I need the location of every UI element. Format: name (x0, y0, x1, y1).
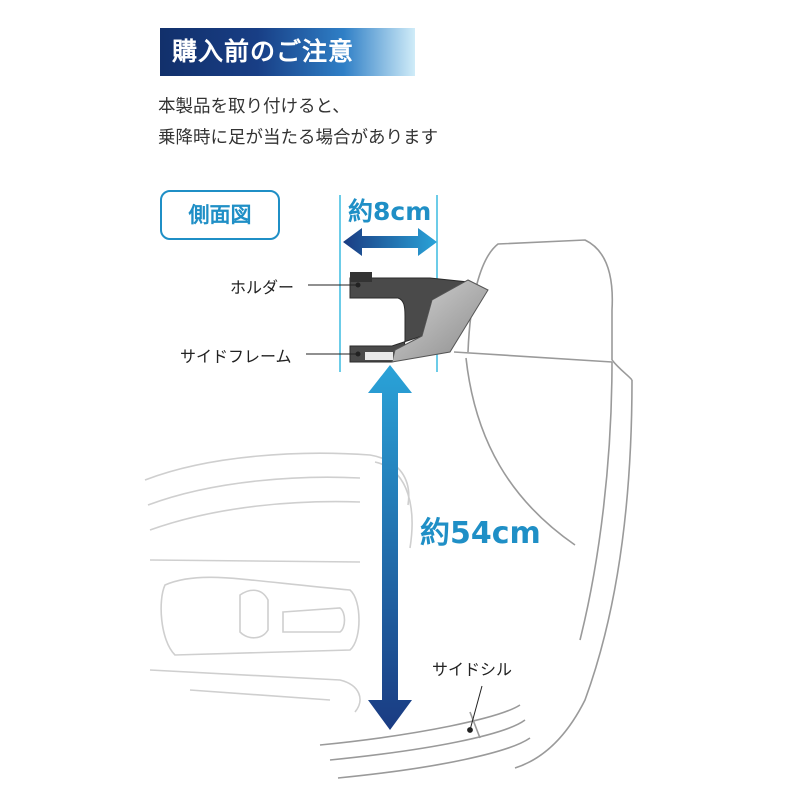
notice-line-2: 乗降時に足が当たる場合があります (158, 128, 438, 148)
side-sill-label: サイドシル (432, 660, 513, 679)
width-dimension-label: 約8cm (348, 197, 432, 226)
side-frame-label: サイドフレーム (180, 347, 292, 366)
seat-outline (144, 452, 413, 713)
width-arrow (343, 228, 437, 256)
leader-lines (306, 282, 483, 733)
notice-line-1: 本製品を取り付けると、 (158, 97, 350, 117)
notice-text: 本製品を取り付けると、 乗降時に足が当たる場合があります (158, 92, 638, 154)
holder-bracket (349, 272, 489, 363)
height-arrow (368, 365, 412, 730)
side-view-tag: 側面図 (160, 190, 280, 240)
holder-label: ホルダー (230, 278, 295, 297)
height-dimension-label: 約54cm (420, 516, 541, 551)
notice-banner: 購入前のご注意 (160, 28, 415, 76)
